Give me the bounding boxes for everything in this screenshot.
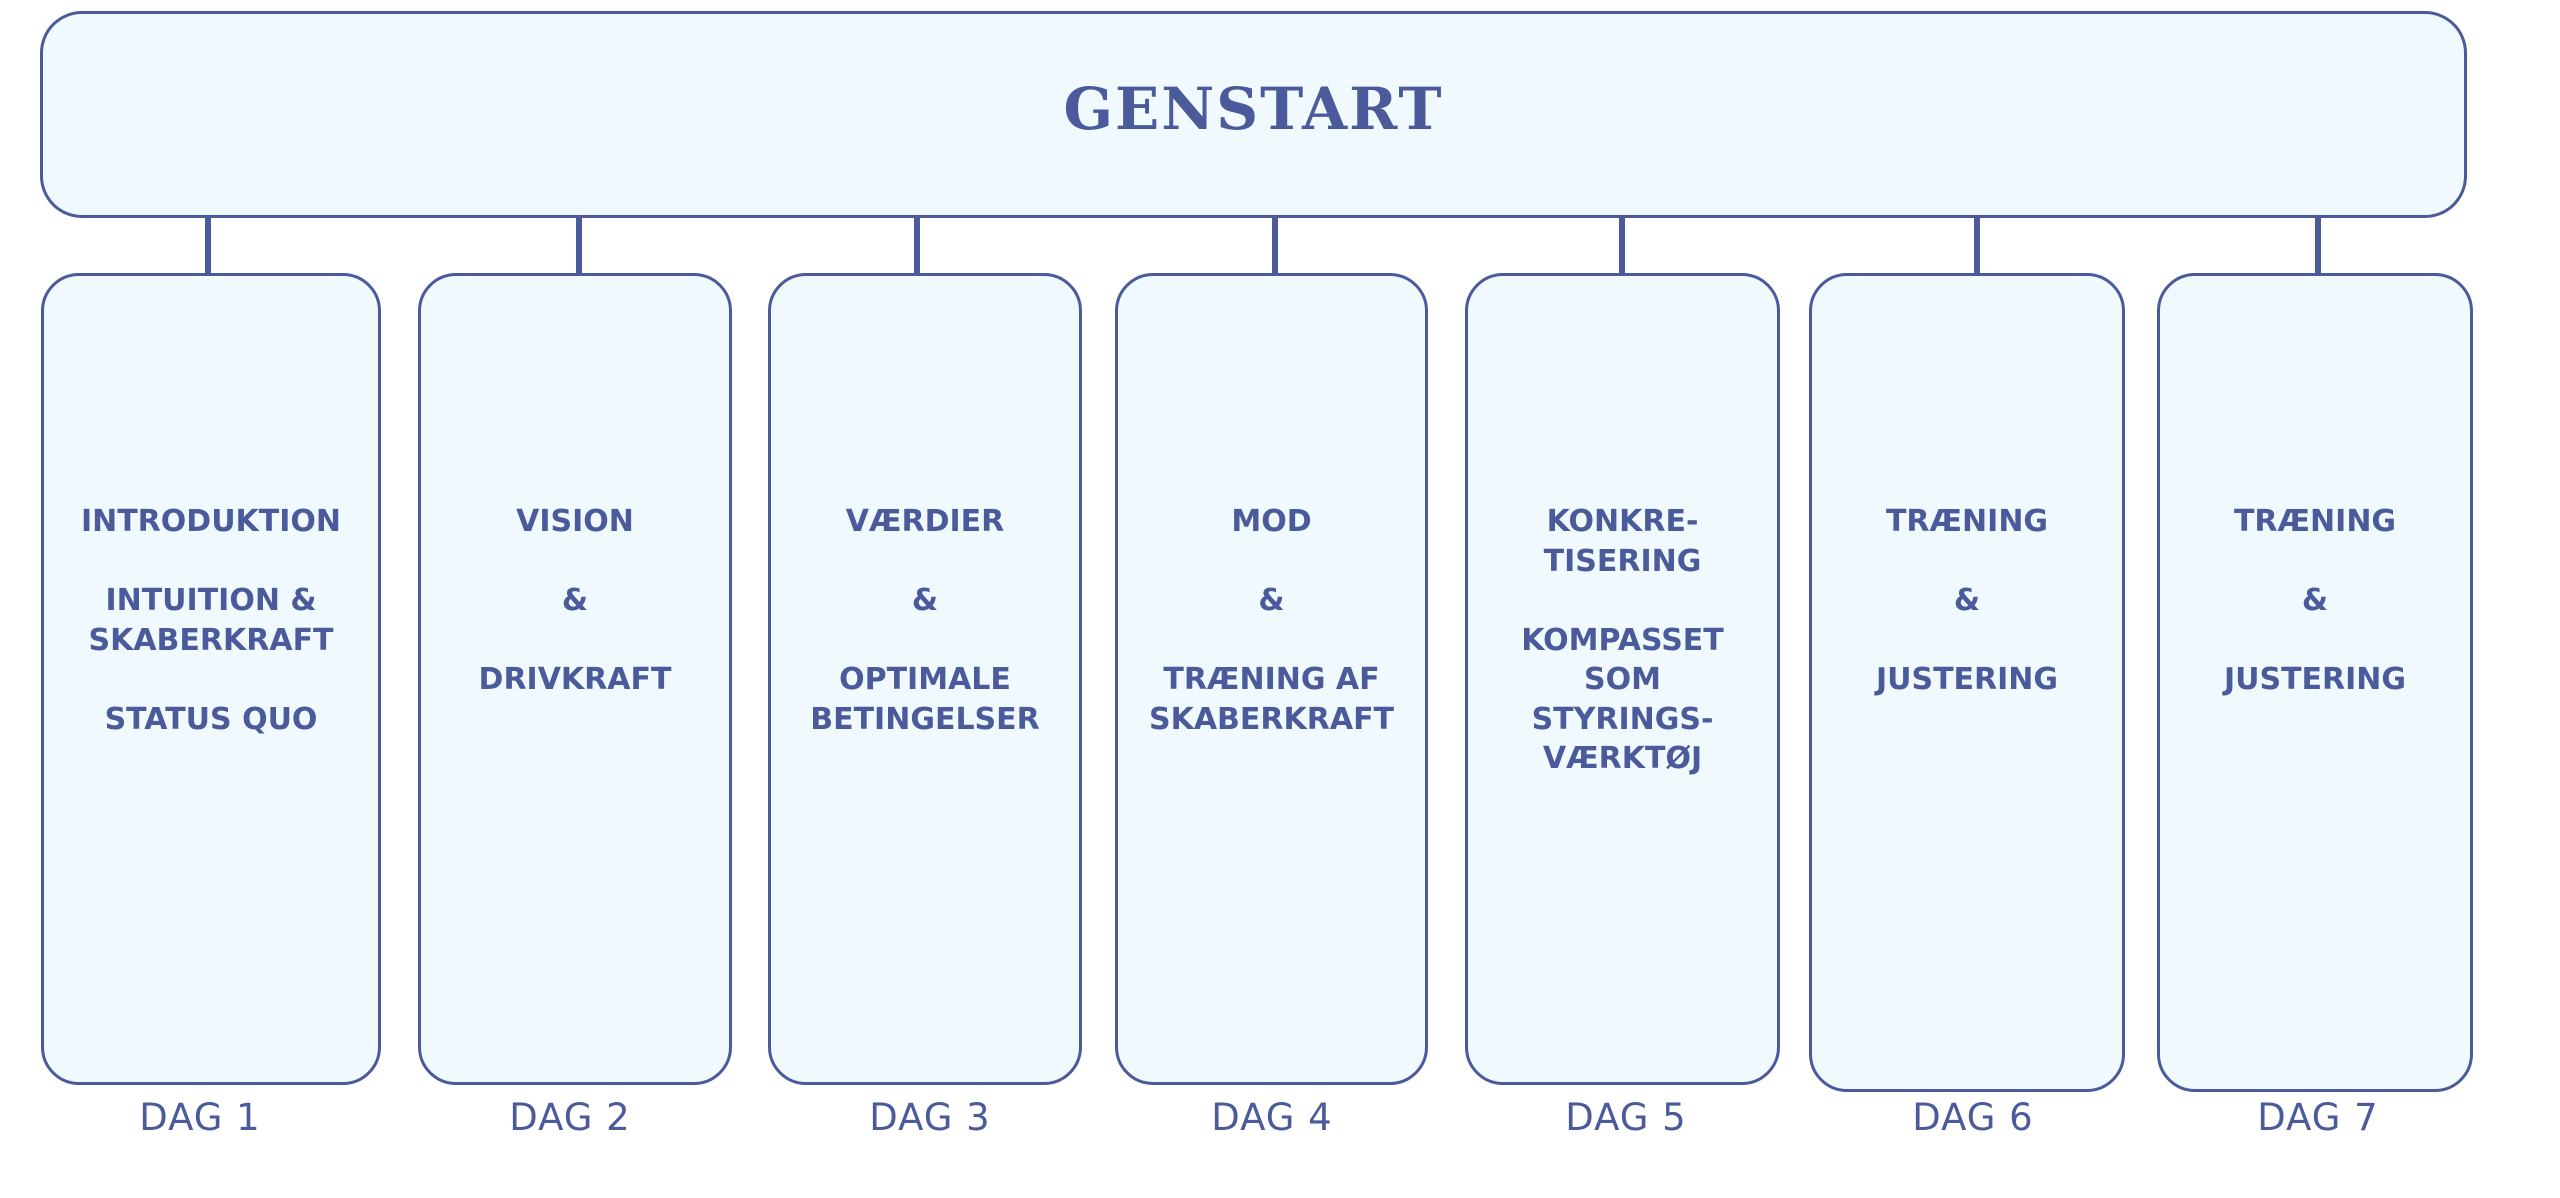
day-label-2: DAG 2 bbox=[509, 1096, 631, 1139]
day-label-3: DAG 3 bbox=[869, 1096, 991, 1139]
day-label-6: DAG 6 bbox=[1912, 1096, 2034, 1139]
day-7-topic-line: & bbox=[2301, 583, 2329, 618]
day-2-topic-line: VISION bbox=[516, 504, 634, 539]
day-4-topic-line: MOD bbox=[1231, 504, 1312, 539]
day-box-1: INTRODUKTION INTUITION & SKABERKRAFT STATUS… bbox=[41, 273, 381, 1085]
day-7-topic-line bbox=[2160, 542, 2470, 582]
day-5-topic-line: VÆRKTØJ bbox=[1542, 741, 1703, 776]
day-6-topic-line: TRÆNING bbox=[1885, 504, 2049, 539]
day-6-topic-line: JUSTERING bbox=[1875, 662, 2059, 697]
day-3-topic-line bbox=[771, 621, 1079, 661]
connector-line-day-4 bbox=[1272, 218, 1278, 273]
day-box-6: TRÆNING & JUSTERING bbox=[1809, 273, 2125, 1092]
day-2-topic-line bbox=[421, 621, 729, 661]
day-5-topic-line: TISERING bbox=[1543, 543, 1702, 579]
connector-line-day-3 bbox=[914, 218, 920, 273]
day-2-topic-line: DRIVKRAFT bbox=[478, 662, 672, 697]
day-7-topic-line bbox=[2160, 621, 2470, 661]
day-label-5: DAG 5 bbox=[1565, 1096, 1687, 1139]
day-1-topic-line: SKABERKRAFT bbox=[88, 622, 334, 658]
day-box-4: MOD & TRÆNING AF SKABERKRAFT bbox=[1115, 273, 1428, 1085]
day-5-topic-line bbox=[1468, 581, 1777, 621]
day-5-topic-line: KONKRE- bbox=[1546, 504, 1699, 539]
day-3-topic-line: OPTIMALE bbox=[839, 662, 1011, 697]
day-box-2: VISION & DRIVKRAFT bbox=[418, 273, 732, 1085]
day-6-topic-line: & bbox=[1953, 583, 1981, 618]
day-5-topic-line: KOMPASSET bbox=[1521, 622, 1724, 658]
day-box-3: VÆRDIER & OPTIMALE BETINGELSER bbox=[768, 273, 1082, 1085]
genstart-header-box: GENSTART bbox=[40, 11, 2467, 218]
day-7-topic-line: JUSTERING bbox=[2223, 662, 2407, 697]
day-3-topic-line bbox=[771, 542, 1079, 582]
day-4-topic-line: & bbox=[1258, 583, 1285, 618]
day-1-topic-line: INTRODUKTION bbox=[80, 504, 342, 539]
day-2-topic-line bbox=[421, 542, 729, 582]
connector-line-day-6 bbox=[1974, 218, 1980, 273]
day-1-topic-line bbox=[44, 660, 378, 700]
day-4-topic-line: TRÆNING AF bbox=[1163, 662, 1380, 697]
day-3-topic-line: BETINGELSER bbox=[810, 701, 1040, 737]
day-3-topic-line: VÆRDIER bbox=[845, 504, 1005, 539]
diagram-title: GENSTART bbox=[1063, 74, 1444, 143]
day-7-topic-line: TRÆNING bbox=[2233, 504, 2397, 539]
connector-line-day-1 bbox=[205, 218, 211, 273]
day-4-topic-line bbox=[1118, 621, 1425, 661]
connector-line-day-2 bbox=[576, 218, 582, 273]
day-2-topic-line: & bbox=[561, 583, 589, 618]
day-4-topic-line bbox=[1118, 542, 1425, 582]
day-6-topic-line bbox=[1812, 621, 2122, 661]
day-3-topic-line: & bbox=[911, 583, 939, 618]
day-1-topic-line: INTUITION & bbox=[105, 583, 317, 618]
day-box-7: TRÆNING & JUSTERING bbox=[2157, 273, 2473, 1092]
day-4-topic-line: SKABERKRAFT bbox=[1148, 701, 1395, 737]
day-1-topic-line bbox=[44, 542, 378, 582]
day-1-topic-line: STATUS QUO bbox=[104, 701, 318, 737]
day-5-topic-line: SOM bbox=[1584, 662, 1661, 697]
day-6-topic-line bbox=[1812, 542, 2122, 582]
connector-line-day-5 bbox=[1619, 218, 1625, 273]
day-label-4: DAG 4 bbox=[1211, 1096, 1333, 1139]
connector-line-day-7 bbox=[2315, 218, 2321, 273]
day-box-5: KONKRE- TISERING KOMPASSET SOM STYRINGS- VÆRK… bbox=[1465, 273, 1780, 1085]
day-5-topic-line: STYRINGS- bbox=[1531, 701, 1714, 737]
day-label-7: DAG 7 bbox=[2257, 1096, 2379, 1139]
day-label-1: DAG 1 bbox=[139, 1096, 261, 1139]
